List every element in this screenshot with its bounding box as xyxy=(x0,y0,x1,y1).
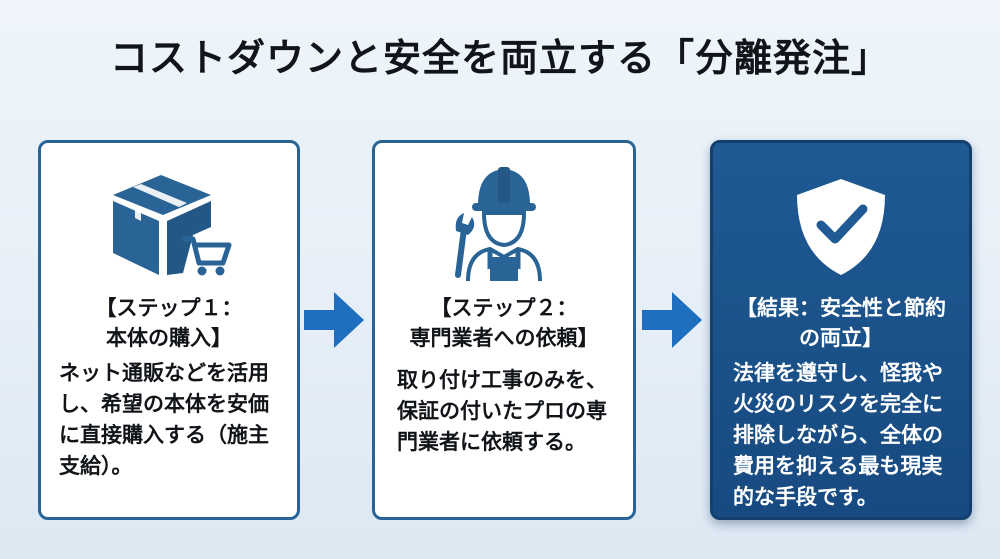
step-1-body: ネット通販などを活用 し、希望の本体を安価 に直接購入する（施主 支給）。 xyxy=(59,358,281,482)
result-card: 【結果：安全性と節約 の両立】 法律を遵守し、怪我や 火災のリスクを完全に 排除… xyxy=(710,140,972,520)
result-heading-line-2: の両立】 xyxy=(799,326,883,350)
step-2-heading: 【ステップ２： 専門業者への依頼】 xyxy=(385,293,623,353)
arrow-right-icon xyxy=(304,292,364,348)
box-cart-icon xyxy=(41,157,297,287)
step-1-body-line: に直接購入する（施主 xyxy=(59,423,269,447)
step-2-card: 【ステップ２： 専門業者への依頼】 取り付け工事のみを、 保証の付いたプロの専 … xyxy=(372,140,636,520)
worker-wrench-icon xyxy=(375,157,633,287)
result-body-line: 排除しながら、全体の xyxy=(733,423,943,447)
result-body-line: 火災のリスクを完全に xyxy=(733,392,943,416)
step-2-body-line: 保証の付いたプロの専 xyxy=(397,399,607,423)
step-1-card: 【ステップ１： 本体の購入】 ネット通販などを活用 し、希望の本体を安価 に直接… xyxy=(38,140,300,520)
result-body-line: 的な手段です。 xyxy=(733,485,878,509)
step-2-heading-line-1: 【ステップ２： xyxy=(430,296,578,320)
step-2-body-line: 取り付け工事のみを、 xyxy=(397,368,607,392)
step-1-body-line: し、希望の本体を安価 xyxy=(59,392,269,416)
step-1-body-line: ネット通販などを活用 xyxy=(59,361,269,385)
shield-check-icon xyxy=(713,157,969,287)
result-body-line: 法律を遵守し、怪我や xyxy=(733,361,943,385)
arrow-right-icon xyxy=(642,292,702,348)
step-2-body: 取り付け工事のみを、 保証の付いたプロの専 門業者に依頼する。 xyxy=(397,365,617,458)
result-heading: 【結果：安全性と節約 の両立】 xyxy=(723,293,959,353)
step-1-body-line: 支給）。 xyxy=(59,454,133,478)
page-title: コストダウンと安全を両立する「分離発注」 xyxy=(109,36,890,80)
step-1-heading-line-1: 【ステップ１： xyxy=(95,296,243,320)
result-body: 法律を遵守し、怪我や 火災のリスクを完全に 排除しながら、全体の 費用を抑える最… xyxy=(733,358,953,513)
step-1-heading-line-2: 本体の購入】 xyxy=(106,326,232,350)
result-body-line: 費用を抑える最も現実 xyxy=(733,454,943,478)
result-heading-line-1: 【結果：安全性と節約 xyxy=(736,296,946,320)
step-1-heading: 【ステップ１： 本体の購入】 xyxy=(51,293,287,353)
step-2-body-line: 門業者に依頼する。 xyxy=(397,430,586,454)
step-2-heading-line-2: 専門業者への依頼】 xyxy=(409,326,599,350)
